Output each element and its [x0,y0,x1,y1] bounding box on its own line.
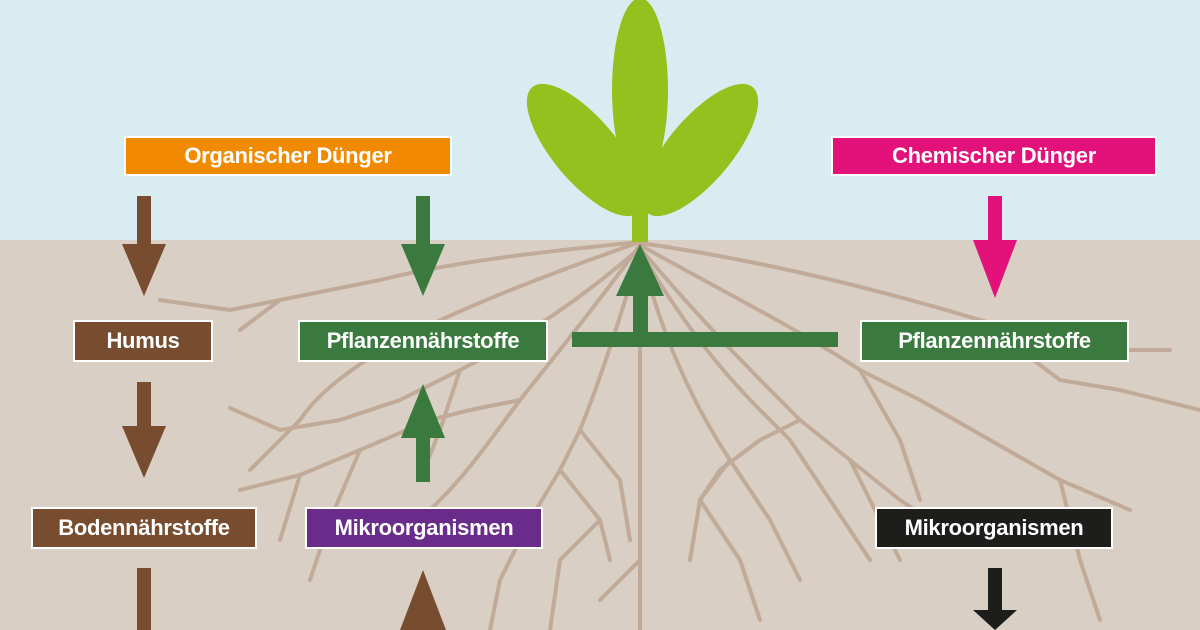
arrow-microorganisms-right-down [973,568,1017,630]
arrow-soil-nutrients-down [137,568,151,630]
plant-leaf-left [526,83,644,217]
arrow-nutrients-to-plant [572,244,838,347]
arrow-organic-to-plant-nutrients [401,196,445,296]
arrow-chemical-to-plant-nutrients [973,196,1017,298]
arrow-microorganisms-to-plant-nutrients [401,384,445,482]
plant [526,0,759,242]
chemical-fertilizer-label: Chemischer Dünger [831,136,1157,176]
arrow-organic-to-humus [122,196,166,296]
plant-leaf-center [612,0,668,182]
humus-label: Humus [73,320,213,362]
organic-fertilizer-label: Organischer Dünger [124,136,452,176]
arrow-humus-to-soil-nutrients [122,382,166,478]
microorganisms-left-label: Mikroorganismen [305,507,543,549]
plant-nutrients-left-label: Pflanzennährstoffe [298,320,548,362]
plant-nutrients-right-label: Pflanzennährstoffe [860,320,1129,362]
arrow-bottom-up-brown [400,570,446,630]
plant-leaf-right [641,83,759,217]
soil-nutrients-label: Bodennährstoffe [31,507,257,549]
microorganisms-right-label: Mikroorganismen [875,507,1113,549]
